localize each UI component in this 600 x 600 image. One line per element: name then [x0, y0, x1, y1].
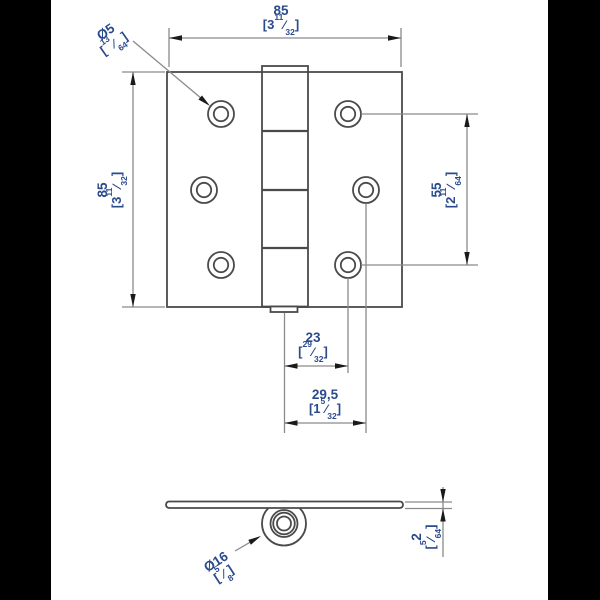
- dim-height-imperial: [311⁄32]: [103, 171, 129, 209]
- dim-pin-to-near-holes-metric: 23: [305, 330, 321, 345]
- hole-countersink: [207, 100, 235, 128]
- dim-pin-to-far-holes-label: 29,5 [15⁄32]: [308, 387, 342, 421]
- hole-bore: [195, 181, 213, 199]
- dim-width-imperial: [311⁄32]: [262, 11, 300, 37]
- hole-bore: [212, 256, 230, 274]
- hole-bore: [357, 181, 375, 199]
- dim-hole-pitch-label: 55 [211⁄64]: [429, 171, 463, 209]
- arrowhead: [335, 363, 348, 369]
- dim-pin-to-near-holes-imperial: [29⁄32]: [298, 338, 328, 364]
- knuckle-barrel: [261, 65, 309, 308]
- arrowhead: [248, 536, 261, 545]
- arrowhead: [130, 294, 136, 307]
- hole-countersink: [352, 176, 380, 204]
- hole-bore: [212, 105, 230, 123]
- leader-hole-diameter: [132, 40, 210, 106]
- screw-hole-bottom-left: [207, 251, 235, 279]
- dim-thickness-label: 2 [5⁄64]: [409, 524, 443, 550]
- dim-pin-to-far-holes-metric: 29,5: [311, 387, 339, 402]
- arrowhead: [388, 35, 401, 41]
- dim-pin-to-far-holes-imperial: [15⁄32]: [308, 395, 342, 421]
- leader-knuckle-diameter: [234, 536, 261, 552]
- screw-hole-top-left: [207, 100, 235, 128]
- dim-width-graphics: [168, 28, 402, 67]
- dim-hole-pitch-imperial: [211⁄64]: [437, 171, 463, 209]
- arrowhead: [440, 508, 446, 522]
- arrowhead: [464, 252, 470, 265]
- hole-countersink: [207, 251, 235, 279]
- dim-height-graphics: [122, 71, 165, 308]
- screw-hole-mid-left: [190, 176, 218, 204]
- arrowhead: [440, 489, 446, 502]
- dim-hole-pitch-graphics: [361, 113, 478, 266]
- front-view: [166, 65, 403, 313]
- arrowhead: [353, 420, 366, 426]
- pin-tab: [269, 305, 299, 313]
- barrel-ring-inner: [272, 511, 296, 536]
- screw-hole-mid-right: [352, 176, 380, 204]
- arrowhead: [198, 95, 210, 106]
- pin-end: [276, 515, 292, 532]
- hole-bore: [339, 105, 357, 123]
- dim-width-label: 85 [311⁄32]: [262, 3, 300, 37]
- dim-pin-to-near-holes-label: 23 [29⁄32]: [298, 330, 328, 364]
- dim-thickness-graphics: [405, 487, 452, 557]
- dim-thickness-metric: 2: [409, 533, 424, 541]
- hole-bore: [339, 256, 357, 274]
- arrowhead: [169, 35, 182, 41]
- dim-width-metric: 85: [273, 3, 289, 18]
- bottom-view: [165, 500, 404, 547]
- hole-countersink: [190, 176, 218, 204]
- barrel-ring-outer: [269, 509, 299, 538]
- arrowhead: [130, 72, 136, 85]
- dim-height-label: 85 [311⁄32]: [95, 171, 129, 209]
- leaf-edge: [165, 500, 404, 509]
- arrowhead: [284, 420, 298, 426]
- arrowhead: [284, 363, 298, 369]
- dim-pin-offset-graphics: [283, 204, 367, 433]
- dim-thickness-imperial: [5⁄64]: [417, 524, 443, 550]
- arrowhead: [464, 114, 470, 127]
